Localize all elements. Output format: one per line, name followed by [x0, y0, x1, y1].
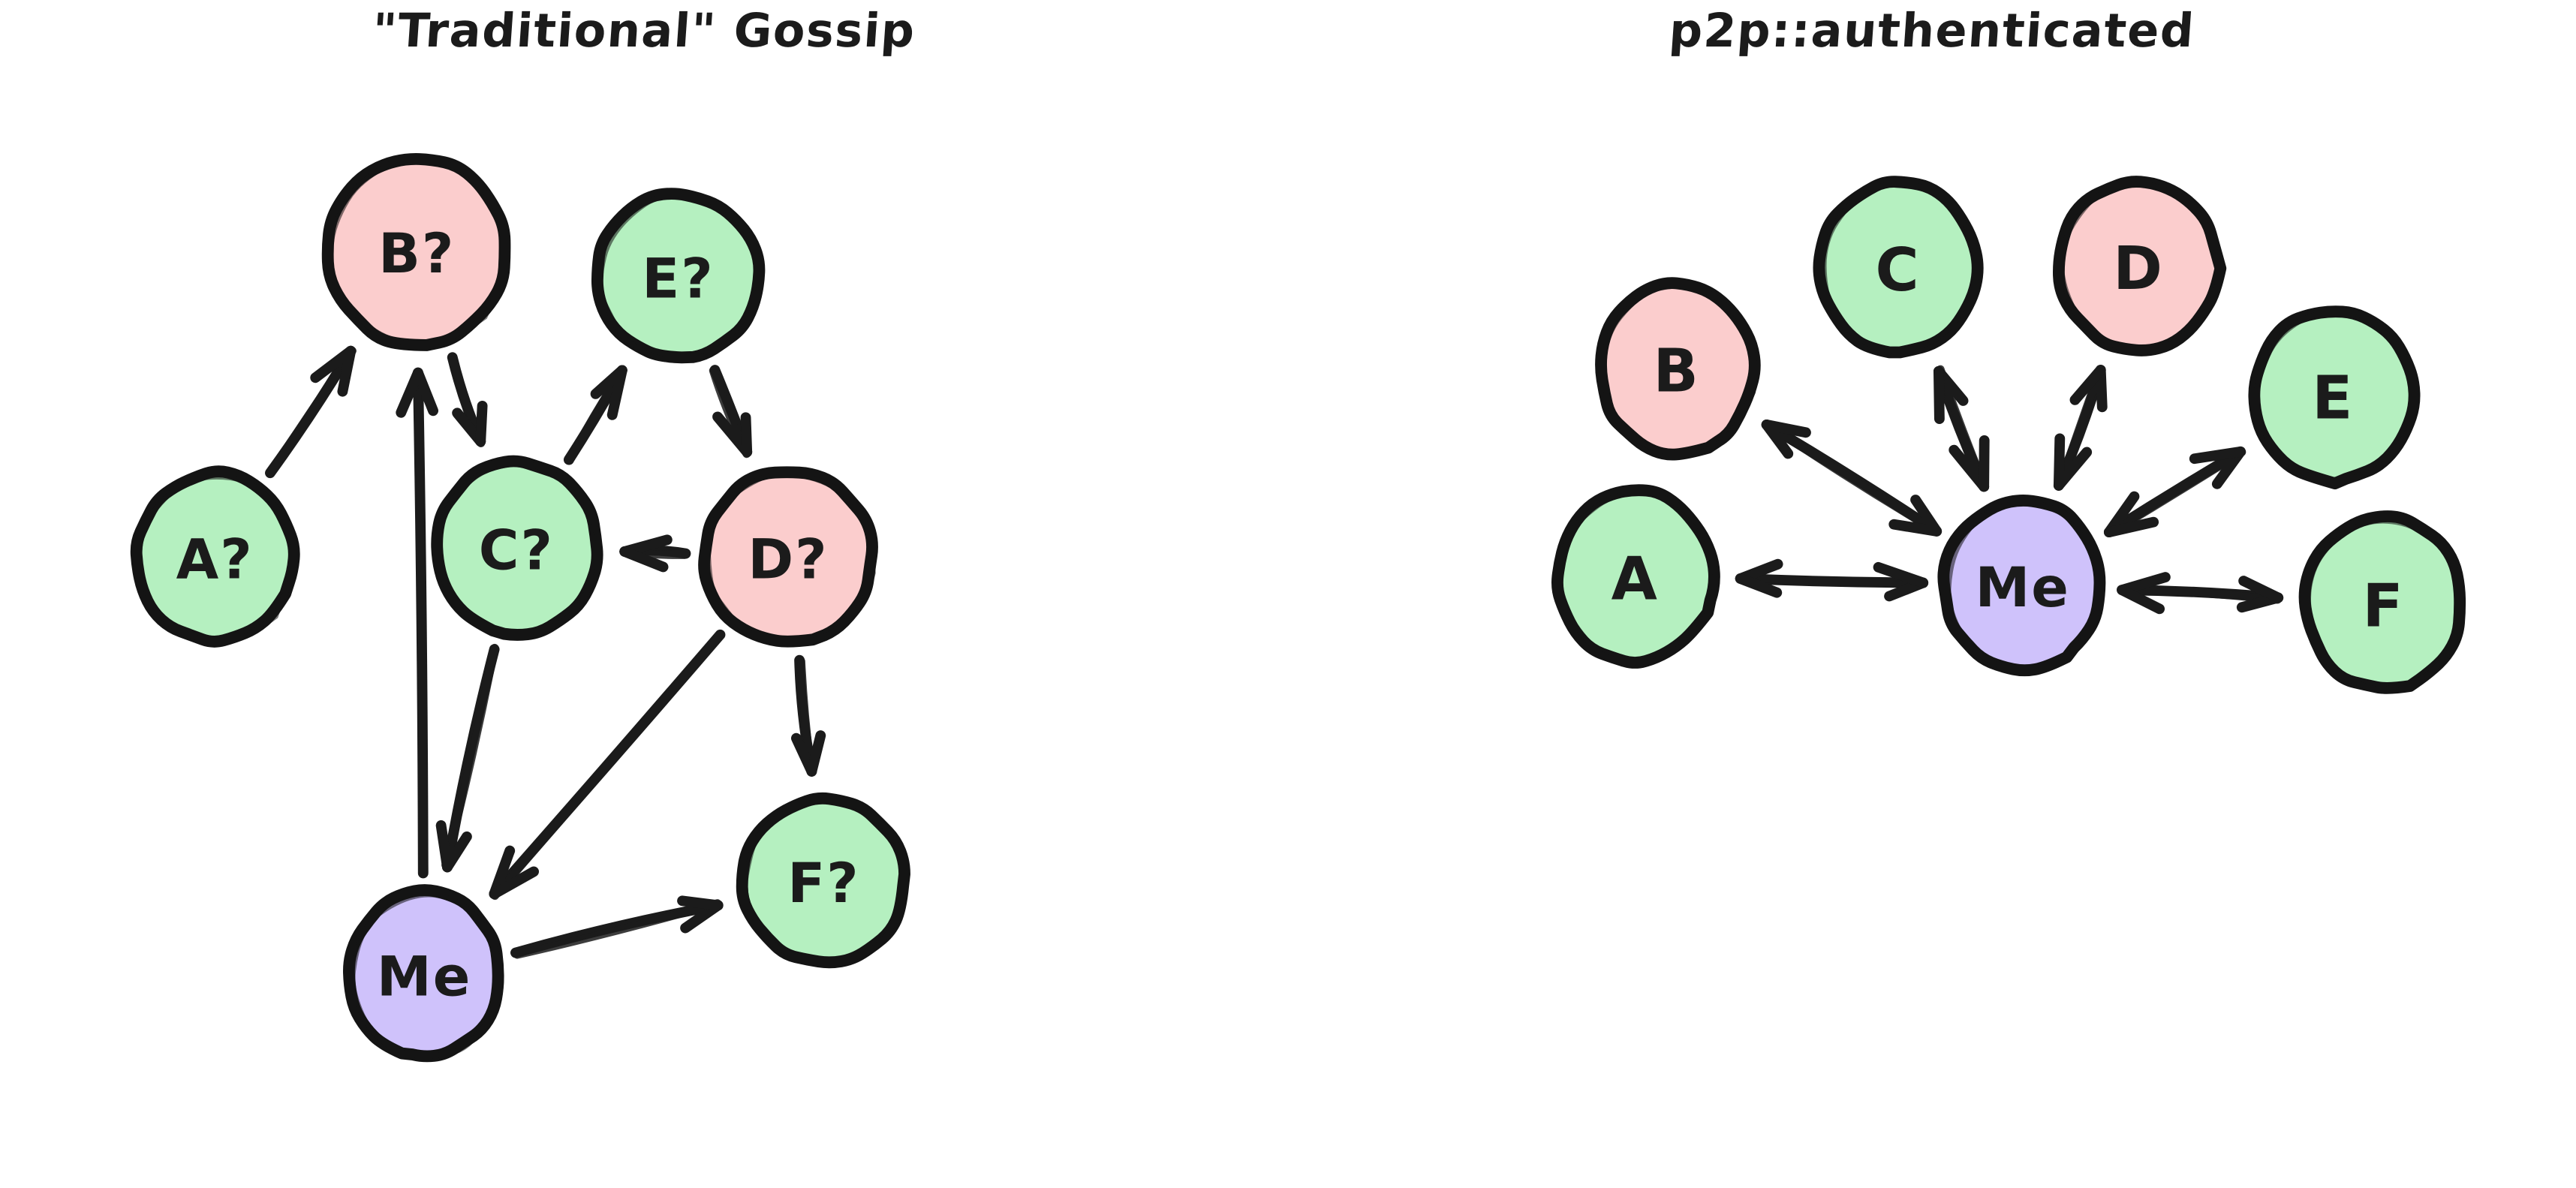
- node-layer: B? E? A? C? D? F? Me: [130, 152, 910, 1063]
- node-label: F?: [787, 852, 859, 916]
- node-circle-sketch-overlay: [1946, 498, 2104, 674]
- node-p2p-authenticated-a[interactable]: A: [1551, 484, 1720, 669]
- edge-e-to-d: [709, 365, 753, 459]
- node-p2p-authenticated-me[interactable]: Me: [1937, 495, 2106, 677]
- node-label: C?: [479, 519, 554, 583]
- edge-me-to-f: [2117, 572, 2284, 615]
- edge-me-to-b: [396, 367, 439, 879]
- node-layer: C D B E A Me F: [1551, 176, 2466, 694]
- node-label: Me: [1975, 556, 2069, 620]
- node-traditional-gossip-a[interactable]: A?: [130, 465, 300, 648]
- edge-d-to-me: [489, 629, 726, 901]
- edge-me-to-f: [510, 895, 724, 959]
- node-circle-sketch-overlay: [137, 474, 296, 644]
- edge-layer: [1735, 365, 2284, 615]
- edge-c-to-me: [435, 643, 500, 873]
- node-circle-sketch-overlay: [350, 892, 504, 1059]
- edge-me-to-e: [2103, 446, 2246, 538]
- node-label: B: [1653, 337, 1699, 406]
- node-label: Me: [377, 946, 471, 1009]
- edge-c-to-e: [563, 365, 627, 465]
- node-p2p-authenticated-c[interactable]: C: [1813, 176, 1984, 359]
- node-traditional-gossip-b[interactable]: B?: [321, 152, 511, 351]
- edge-a-to-b: [265, 345, 357, 479]
- node-circle-sketch-overlay: [597, 192, 763, 363]
- edge-me-to-d: [2053, 365, 2108, 491]
- node-p2p-authenticated-b[interactable]: B: [1595, 277, 1761, 461]
- node-circle-sketch-overlay: [1821, 181, 1980, 356]
- graph-p2p-authenticated: C D B E A Me F: [1551, 176, 2466, 694]
- node-circle-sketch-overlay: [436, 461, 603, 636]
- edge-d-to-c: [619, 534, 691, 573]
- node-traditional-gossip-me[interactable]: Me: [343, 884, 504, 1063]
- node-label: B?: [378, 222, 455, 286]
- node-circle-sketch-overlay: [1601, 283, 1758, 458]
- node-p2p-authenticated-e[interactable]: E: [2248, 305, 2421, 490]
- edge-me-to-b: [1761, 419, 1943, 537]
- graph-traditional-gossip: B? E? A? C? D? F? Me: [130, 152, 910, 1063]
- edge-layer: [265, 345, 826, 959]
- edge-me-to-c: [1933, 365, 1990, 492]
- node-label: C: [1875, 236, 1920, 305]
- node-label: E: [2312, 363, 2354, 432]
- edge-d-to-f: [790, 654, 826, 777]
- node-traditional-gossip-f[interactable]: F?: [736, 792, 910, 969]
- node-label: E?: [642, 248, 714, 311]
- panel-traditional-gossip: "Traditional" Gossip B?E?A?C?D?F?Me: [130, 3, 917, 1063]
- node-traditional-gossip-d[interactable]: D?: [698, 466, 878, 648]
- node-label: A: [1612, 545, 1659, 614]
- edge-b-to-c: [447, 352, 488, 448]
- node-circle-sketch-overlay: [2253, 308, 2417, 486]
- node-circle-sketch-overlay: [2058, 180, 2222, 355]
- node-circle: [698, 466, 878, 648]
- node-circle-sketch-overlay: [1557, 490, 1718, 667]
- node-traditional-gossip-c[interactable]: C?: [431, 455, 603, 641]
- node-traditional-gossip-e[interactable]: E?: [591, 188, 766, 364]
- node-p2p-authenticated-d[interactable]: D: [2053, 176, 2227, 356]
- node-circle-sketch-overlay: [327, 158, 507, 348]
- node-label: F: [2363, 571, 2405, 640]
- edge-me-to-a: [1735, 558, 1929, 602]
- node-label: D?: [748, 528, 828, 591]
- node-circle-sketch-overlay: [2306, 518, 2465, 693]
- node-label: A?: [176, 528, 254, 591]
- node-p2p-authenticated-f[interactable]: F: [2298, 510, 2466, 694]
- node-circle-sketch-overlay: [742, 798, 908, 966]
- node-circle-sketch-overlay: [706, 471, 876, 645]
- node-label: D: [2113, 234, 2164, 303]
